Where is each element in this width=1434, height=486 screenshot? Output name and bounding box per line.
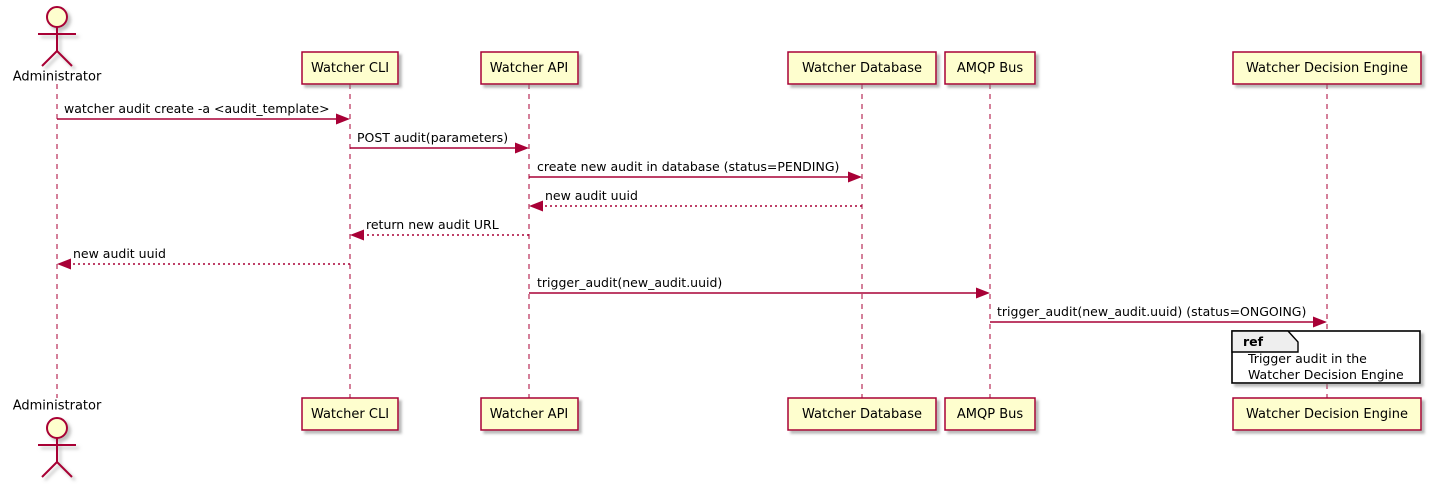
message-label: watcher audit create -a <audit_template>: [64, 101, 330, 116]
participant-box-watcher-cli-top[interactable]: Watcher CLI: [301, 51, 399, 85]
ref-fragment-tab-label: ref: [1243, 334, 1264, 349]
message-7[interactable]: trigger_audit(new_audit.uuid): [529, 275, 990, 299]
participant-label: AMQP Bus: [957, 407, 1023, 422]
arrowhead-left-icon: [529, 200, 543, 212]
actor-label-administrator-bottom: Administrator: [13, 399, 102, 414]
participant-rect: [301, 397, 399, 431]
message-label: trigger_audit(new_audit.uuid) (status=ON…: [997, 304, 1306, 319]
participant-box-amqp-bus-top[interactable]: AMQP Bus: [944, 51, 1036, 85]
ref-fragment-tab: [1231, 330, 1299, 353]
message-4[interactable]: new audit uuid: [529, 188, 862, 212]
arrowhead-left-icon: [57, 258, 71, 270]
message-2[interactable]: POST audit(parameters): [350, 130, 529, 154]
message-1[interactable]: watcher audit create -a <audit_template>: [57, 101, 350, 125]
participant-rect: [787, 51, 937, 85]
participant-label: AMQP Bus: [957, 61, 1023, 76]
ref-fragment[interactable]: ref Trigger audit in the Watcher Decisio…: [1231, 330, 1421, 384]
actor-administrator-top[interactable]: [38, 6, 76, 67]
participant-label: Watcher Decision Engine: [1246, 407, 1408, 422]
participant-label: Watcher CLI: [311, 61, 389, 76]
arrowhead-right-icon: [976, 287, 990, 299]
participant-rect: [1232, 397, 1422, 431]
message-label: POST audit(parameters): [357, 130, 508, 145]
actor-label-administrator-top: Administrator: [13, 70, 102, 85]
message-label: new audit uuid: [545, 188, 638, 203]
participant-box-watcher-decision-engine-bottom[interactable]: Watcher Decision Engine: [1232, 397, 1422, 431]
message-5[interactable]: return new audit URL: [350, 217, 529, 241]
actor-left-leg-icon: [41, 50, 58, 67]
participant-rect: [944, 397, 1036, 431]
message-3[interactable]: create new audit in database (status=PEN…: [529, 159, 862, 183]
arrowhead-left-icon: [350, 229, 364, 241]
message-label: trigger_audit(new_audit.uuid): [537, 275, 722, 290]
participant-rect: [480, 397, 579, 431]
participant-label: Watcher CLI: [311, 407, 389, 422]
participant-box-watcher-api-top[interactable]: Watcher API: [480, 51, 579, 85]
actor-left-leg-icon: [41, 461, 58, 478]
ref-fragment-line-1: Trigger audit in the: [1247, 351, 1367, 366]
arrowhead-right-icon: [848, 171, 862, 183]
actor-head-icon: [46, 6, 68, 28]
participant-rect: [480, 51, 579, 85]
actor-right-leg-icon: [56, 461, 73, 478]
participant-label: Watcher Decision Engine: [1246, 61, 1408, 76]
arrowhead-right-icon: [1313, 316, 1327, 328]
message-label: create new audit in database (status=PEN…: [537, 159, 839, 174]
participant-rect: [944, 51, 1036, 85]
arrowhead-right-icon: [336, 113, 350, 125]
actor-right-leg-icon: [56, 50, 73, 67]
participant-box-watcher-cli-bottom[interactable]: Watcher CLI: [301, 397, 399, 431]
arrowhead-right-icon: [515, 142, 529, 154]
participant-box-watcher-api-bottom[interactable]: Watcher API: [480, 397, 579, 431]
participant-label: Watcher Database: [802, 61, 922, 76]
message-6[interactable]: new audit uuid: [57, 246, 350, 270]
ref-fragment-line-2: Watcher Decision Engine: [1248, 367, 1404, 382]
message-label: new audit uuid: [73, 246, 166, 261]
message-label: return new audit URL: [366, 217, 499, 232]
participant-box-amqp-bus-bottom[interactable]: AMQP Bus: [944, 397, 1036, 431]
participant-rect: [301, 51, 399, 85]
participant-label: Watcher API: [490, 61, 569, 76]
participant-box-watcher-database-bottom[interactable]: Watcher Database: [787, 397, 937, 431]
participant-rect: [787, 397, 937, 431]
actor-head-icon: [46, 417, 68, 439]
actor-administrator-bottom[interactable]: [38, 417, 76, 478]
participant-box-watcher-database-top[interactable]: Watcher Database: [787, 51, 937, 85]
lifelines-group: [56, 84, 1328, 398]
participant-box-watcher-decision-engine-top[interactable]: Watcher Decision Engine: [1232, 51, 1422, 85]
participant-rect: [1232, 51, 1422, 85]
participant-label: Watcher Database: [802, 407, 922, 422]
participant-label: Watcher API: [490, 407, 569, 422]
message-8[interactable]: trigger_audit(new_audit.uuid) (status=ON…: [990, 304, 1327, 328]
